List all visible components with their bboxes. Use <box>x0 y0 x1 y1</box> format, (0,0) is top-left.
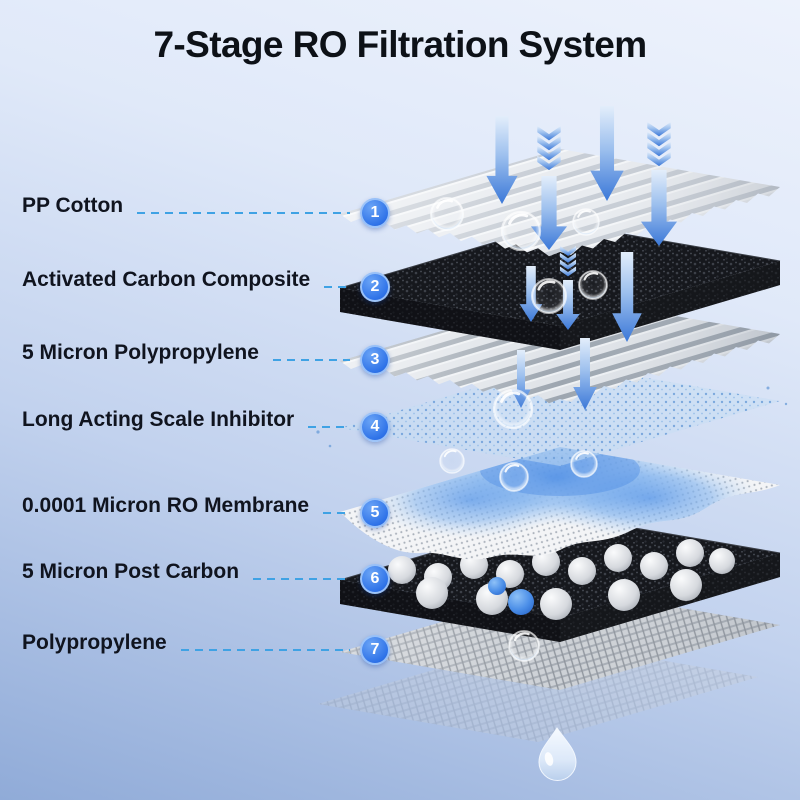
bubble-icon <box>500 210 542 252</box>
bubble-icon <box>571 207 601 237</box>
bubble-icon <box>530 277 568 315</box>
bubbles <box>429 196 609 663</box>
layer-7-polypropylene <box>340 587 780 690</box>
stage-label-row: Polypropylene 7 <box>22 631 390 667</box>
down-arrow-icon <box>573 338 597 410</box>
leader-line <box>308 425 350 429</box>
stage-label: Activated Carbon Composite <box>22 268 311 291</box>
chevron-down-icon <box>559 246 577 277</box>
bubble-icon <box>492 388 534 430</box>
layer-1-pp-cotton <box>340 149 780 257</box>
chevron-down-icon <box>537 126 561 171</box>
layer-6-post-carbon <box>339 514 781 643</box>
stage-label: Polypropylene <box>22 631 167 654</box>
down-arrow-icon <box>590 106 624 201</box>
water-droplet-icon <box>538 727 577 781</box>
stage-number-badge: 5 <box>360 498 390 528</box>
bubble-icon <box>569 449 599 479</box>
stage-label-row: 5 Micron Polypropylene 3 <box>22 341 390 377</box>
down-arrow-icon <box>612 252 642 342</box>
bubble-icon <box>498 461 530 493</box>
layer-5-ro-membrane <box>340 447 780 560</box>
flow-arrows <box>486 106 678 410</box>
down-arrow-icon <box>511 350 531 408</box>
stage-label-row: 5 Micron Post Carbon 6 <box>22 560 390 596</box>
stage-number-badge: 7 <box>360 635 390 665</box>
stage-number-badge: 1 <box>360 198 390 228</box>
stage-label-row: Activated Carbon Composite 2 <box>22 268 390 304</box>
bubble-icon <box>429 196 465 232</box>
leader-line <box>324 285 350 289</box>
stage-number-badge: 2 <box>360 272 390 302</box>
chevron-down-icon <box>647 122 671 167</box>
stage-number-badge: 4 <box>360 412 390 442</box>
stage-label: 5 Micron Post Carbon <box>22 560 240 583</box>
down-arrow-icon <box>640 170 678 246</box>
layer-2-activated-carbon <box>339 222 781 351</box>
leader-line <box>180 648 350 652</box>
down-arrow-icon <box>486 116 518 204</box>
leader-line <box>272 358 350 362</box>
leader-line <box>137 211 350 215</box>
stage-label: 0.0001 Micron RO Membrane <box>22 494 310 517</box>
stage-label-row: Long Acting Scale Inhibitor 4 <box>22 408 390 444</box>
carbon-balls <box>388 539 735 620</box>
down-arrow-icon <box>530 176 568 250</box>
stage-label: PP Cotton <box>22 194 124 217</box>
down-arrow-icon <box>519 266 543 322</box>
bubble-icon <box>439 448 465 474</box>
down-arrow-icon <box>556 280 580 330</box>
bubble-icon <box>507 629 541 663</box>
stage-number-badge: 3 <box>360 345 390 375</box>
stage-label-row: 0.0001 Micron RO Membrane 5 <box>22 494 390 530</box>
bubble-icon <box>577 269 609 301</box>
leader-line <box>253 577 350 581</box>
stage-label: 5 Micron Polypropylene <box>22 341 259 364</box>
page-title: 7-Stage RO Filtration System <box>153 24 647 65</box>
stage-label: Long Acting Scale Inhibitor <box>22 408 295 431</box>
stage-number-badge: 6 <box>360 564 390 594</box>
stage-label-row: PP Cotton 1 <box>22 194 390 230</box>
leader-line <box>323 511 350 515</box>
layer-3-polypropylene <box>340 296 780 404</box>
